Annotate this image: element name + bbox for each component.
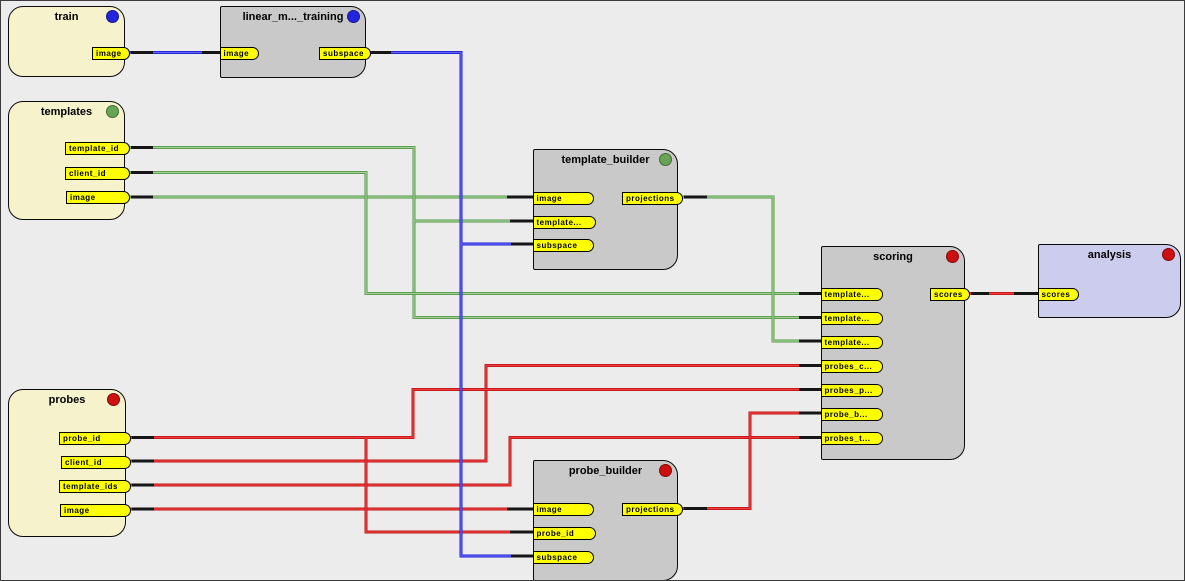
output-port-client-id[interactable]: client_id — [61, 455, 131, 469]
input-port-probes-p[interactable]: probes_p... — [820, 384, 883, 397]
output-port-image[interactable]: image — [92, 47, 130, 60]
output-port-client-id[interactable]: client_id — [65, 167, 130, 180]
input-port-probe-id[interactable]: probe_id — [532, 526, 596, 540]
output-port-scores[interactable]: scores — [930, 288, 970, 301]
output-port-projections[interactable]: projections — [622, 503, 683, 516]
wire-probe-builderprojections[interactable] — [682, 411, 824, 510]
input-port-scores[interactable]: scores — [1037, 288, 1079, 301]
output-port-probe-id[interactable]: probe_id — [59, 432, 131, 445]
node-title: probe_builder — [568, 465, 643, 477]
wire-template-builderprojections[interactable] — [682, 195, 824, 343]
output-port-projections[interactable]: projections — [622, 191, 683, 205]
input-port-probes-t[interactable]: probes_t... — [820, 432, 883, 445]
input-port-template[interactable]: template... — [820, 335, 883, 349]
input-port-template[interactable]: template... — [820, 288, 883, 301]
wire-probesclient-id[interactable] — [130, 364, 824, 463]
status-indicator-red — [107, 393, 120, 406]
input-port-subspace[interactable]: subspace — [532, 550, 594, 564]
input-port-image[interactable]: image — [219, 47, 259, 60]
node-title: analysis — [1087, 249, 1132, 261]
status-indicator-green — [659, 153, 672, 166]
node-analysis[interactable]: analysis scores — [1037, 244, 1181, 318]
input-port-template[interactable]: template... — [820, 312, 883, 325]
wire-templatestemplate-id[interactable] — [129, 146, 824, 319]
node-title: linear_m..._training — [242, 11, 344, 23]
node-scoring[interactable]: scoring template... template... template...… — [820, 246, 970, 460]
output-port-template-ids[interactable]: template_ids — [59, 479, 131, 493]
input-port-image[interactable]: image — [532, 191, 594, 205]
output-port-template-id[interactable]: template_id — [65, 142, 130, 155]
wire-linear-machine-trainingsubspace[interactable] — [367, 51, 536, 558]
input-port-probe-b[interactable]: probe_b... — [820, 407, 883, 421]
node-title: template_builder — [561, 154, 650, 166]
status-indicator-red — [1162, 248, 1175, 261]
node-title: scoring — [873, 251, 913, 263]
status-indicator-red — [946, 250, 959, 263]
status-indicator-red — [659, 464, 672, 477]
wire-templatesclient-id[interactable] — [129, 171, 824, 295]
output-port-image[interactable]: image — [66, 191, 130, 204]
input-port-subspace[interactable]: subspace — [532, 238, 594, 252]
status-indicator-green — [106, 105, 119, 118]
output-port-image[interactable]: image — [60, 503, 131, 517]
input-port-probes-c[interactable]: probes_c... — [820, 360, 883, 373]
wire-probesprobe-id[interactable] — [130, 388, 824, 534]
status-indicator-blue — [347, 10, 360, 23]
wire-probestemplate-ids[interactable] — [130, 436, 824, 487]
status-indicator-blue — [106, 10, 119, 23]
input-port-image[interactable]: image — [532, 503, 594, 516]
output-port-subspace[interactable]: subspace — [319, 47, 371, 60]
input-port-template[interactable]: template... — [532, 215, 596, 229]
